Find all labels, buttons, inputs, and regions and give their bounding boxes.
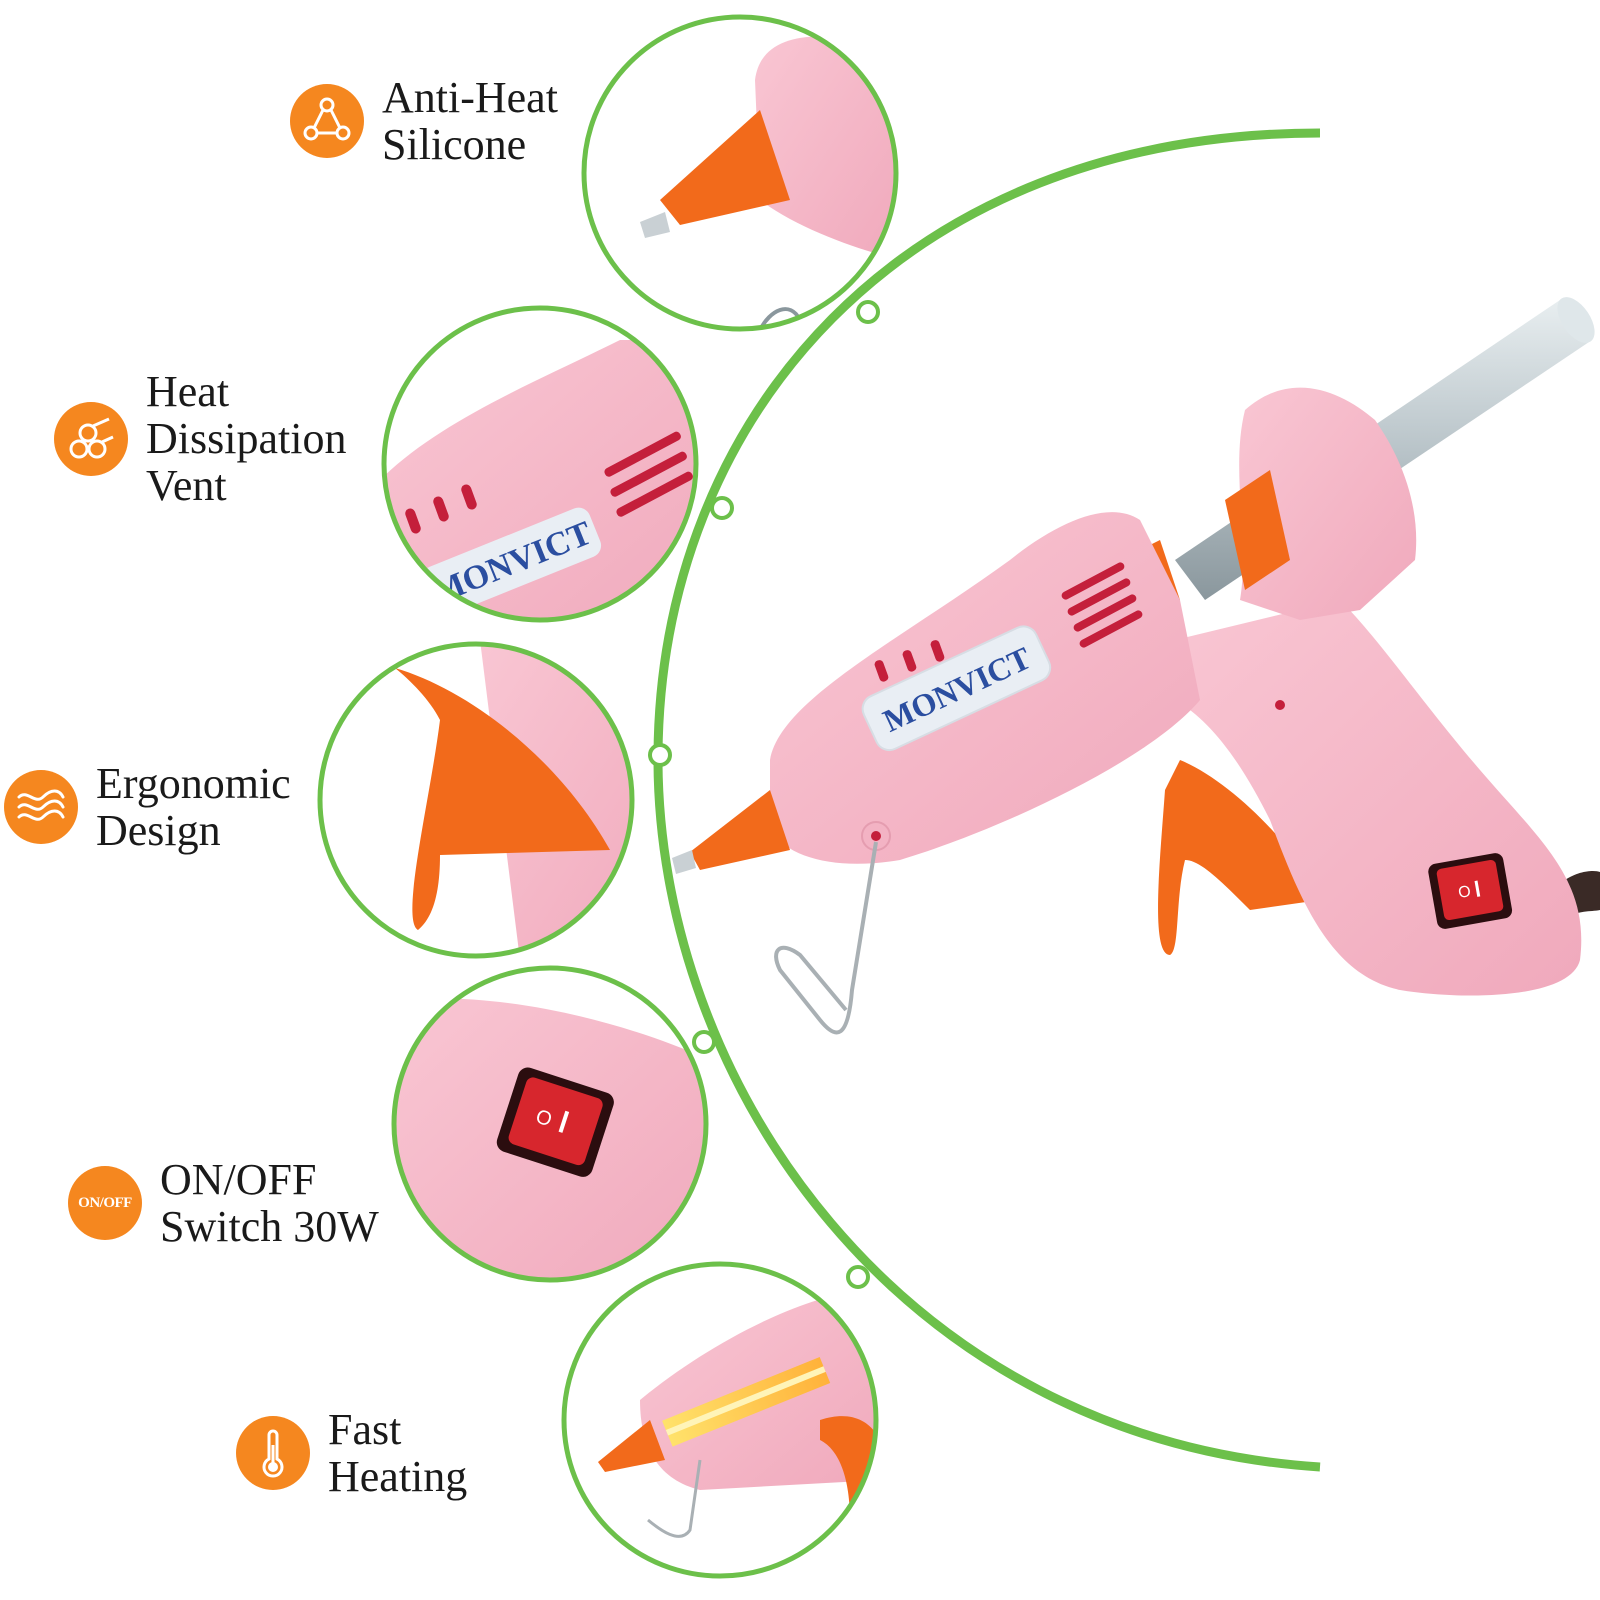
feature-label-line: Design <box>96 806 221 855</box>
arc-dot <box>710 496 734 520</box>
switch-off-mark: O <box>1457 883 1472 902</box>
feature-label: Heat Dissipation Vent <box>146 368 346 509</box>
feature-label-line: Dissipation <box>146 414 347 463</box>
waves-icon <box>4 770 78 844</box>
detail-switch-on-mark <box>558 1110 570 1133</box>
arc-dot <box>846 1265 870 1289</box>
feature-label-line: Vent <box>146 461 227 510</box>
on-off-icon: ON/OFF <box>68 1166 142 1240</box>
detail-circle-nozzle <box>581 14 899 332</box>
glue-gun-image: MONVICT O <box>672 297 1600 1035</box>
thermometer-icon <box>236 1416 310 1490</box>
detail-circle-heating <box>561 1261 879 1579</box>
feature-label-line: Switch 30W <box>160 1202 379 1251</box>
feature-label: Anti-Heat Silicone <box>382 74 558 168</box>
detail-circle-switch: O <box>391 965 709 1283</box>
feature-label: ON/OFF Switch 30W <box>160 1156 379 1250</box>
feature-anti-heat: Anti-Heat Silicone <box>290 74 558 168</box>
switch-on-mark <box>1474 880 1481 897</box>
feature-label: Ergonomic Design <box>96 760 291 854</box>
feature-label-line: Anti-Heat <box>382 73 558 122</box>
feature-label-line: Ergonomic <box>96 759 291 808</box>
nodes-icon <box>290 84 364 158</box>
feature-switch: ON/OFF ON/OFF Switch 30W <box>68 1156 379 1250</box>
arc-dot <box>692 1030 716 1054</box>
feature-fast-heating: Fast Heating <box>236 1406 467 1500</box>
feature-label-line: ON/OFF <box>160 1155 317 1204</box>
feature-ergonomic: Ergonomic Design <box>4 760 291 854</box>
rods-icon <box>54 401 128 476</box>
feature-label-line: Fast <box>328 1405 402 1454</box>
feature-heat-vent: Heat Dissipation Vent <box>54 368 346 509</box>
arc-dot <box>856 300 880 324</box>
arc-dot <box>648 743 672 767</box>
feature-label-line: Heating <box>328 1452 468 1501</box>
on-off-icon-text: ON/OFF <box>78 1194 132 1211</box>
detail-circle-ergonomic <box>317 641 635 959</box>
feature-label: Fast Heating <box>328 1406 467 1500</box>
detail-circle-vent: MONVICT <box>381 305 699 623</box>
detail-switch-off-mark: O <box>533 1106 555 1132</box>
green-arc <box>648 128 1321 1472</box>
feature-label-line: Heat <box>146 367 230 416</box>
feature-label-line: Silicone <box>382 120 527 169</box>
